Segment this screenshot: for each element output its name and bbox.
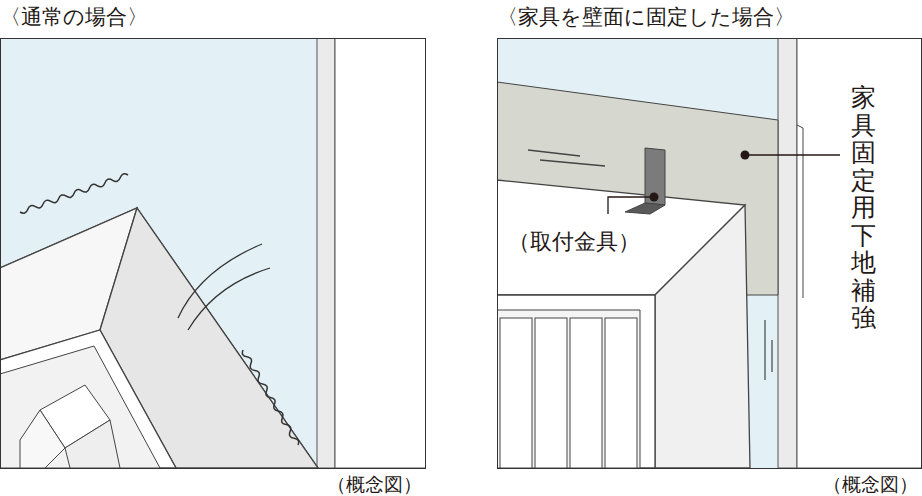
- fixed-case-scene: [497, 38, 922, 468]
- book: [535, 318, 567, 468]
- part-label-vertical: 家具固定用下地補強: [851, 84, 876, 332]
- book: [605, 318, 637, 468]
- panel-caption: （概念図）: [327, 472, 422, 496]
- part-label: （取付金具）: [508, 228, 640, 256]
- panel-heading: 〈家具を壁面に固定した場合〉: [497, 4, 795, 30]
- panel: 〈通常の場合〉 （概念図）: [0, 0, 426, 496]
- books: [500, 318, 637, 468]
- book: [570, 318, 602, 468]
- normal-case-scene: [0, 38, 426, 468]
- panel-caption: （概念図）: [823, 472, 918, 496]
- panel-heading: 〈通常の場合〉: [0, 4, 148, 30]
- book: [500, 318, 532, 468]
